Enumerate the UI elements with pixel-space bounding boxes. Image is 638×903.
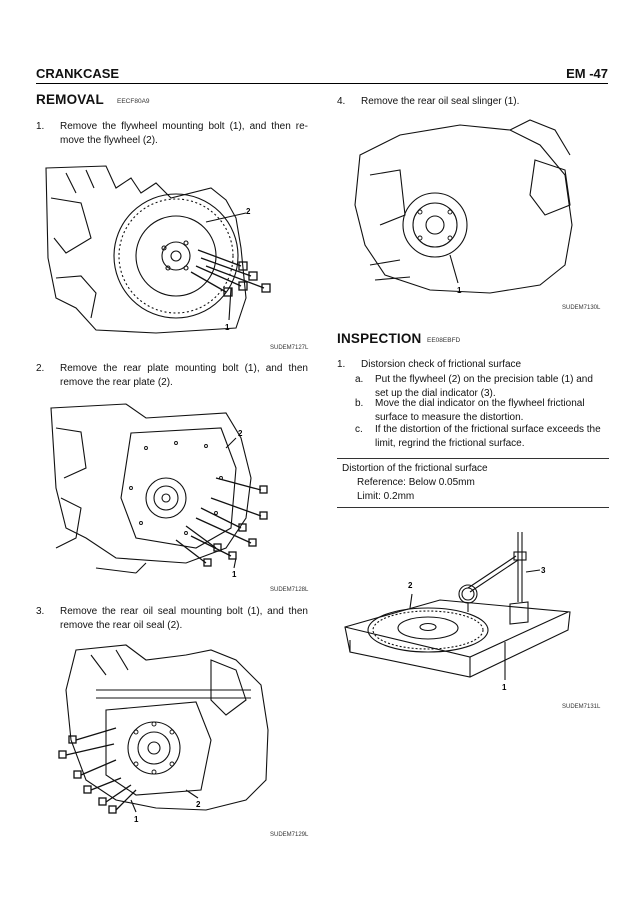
step-text: Distorsion check of frictional surface xyxy=(361,359,522,370)
flywheel-removal-figure: 2 1 xyxy=(45,165,271,334)
step-2: 2. Remove the rear plate mounting bolt (… xyxy=(36,362,308,392)
figure-code: SUDEM7127L xyxy=(270,345,309,351)
callout-3: 3 xyxy=(541,566,546,575)
callout-2: 2 xyxy=(408,581,413,590)
step-1: 1. Remove the flywheel mounting bolt (1)… xyxy=(36,120,308,150)
removal-code: EECF80A9 xyxy=(117,98,150,105)
removal-heading: REMOVAL xyxy=(36,92,104,107)
step-number: 1. xyxy=(337,359,346,370)
spec-limit: Limit: 0.2mm xyxy=(357,491,415,502)
flywheel-distortion-check-figure: 3 2 1 xyxy=(344,532,571,692)
spec-box: Distortion of the frictional surface Ref… xyxy=(337,458,609,508)
figure-code: SUDEM7128L xyxy=(270,587,309,593)
step-number: 2. xyxy=(36,363,45,374)
rear-oil-seal-removal-figure: 2 1 xyxy=(58,644,269,824)
step-text: Remove the rear oil seal slinger (1). xyxy=(361,96,520,107)
step-number: 1. xyxy=(36,121,45,132)
callout-1: 1 xyxy=(502,683,507,692)
callout-1: 1 xyxy=(134,815,139,824)
callout-2: 2 xyxy=(196,800,201,809)
rear-plate-removal-figure: 2 1 xyxy=(50,403,268,579)
callout-1: 1 xyxy=(225,323,230,332)
header-rule xyxy=(36,83,608,84)
callout-2: 2 xyxy=(246,207,251,216)
inspection-code: EE08EBFD xyxy=(427,337,461,344)
spec-title: Distortion of the frictional surface xyxy=(342,463,488,474)
page-number: EM -47 xyxy=(566,66,608,81)
callout-1: 1 xyxy=(457,286,462,295)
figure-code: SUDEM7130L xyxy=(562,305,601,311)
step-number: 4. xyxy=(337,96,346,107)
inspection-heading: INSPECTION xyxy=(337,331,422,346)
sub-letter: b. xyxy=(355,398,364,409)
step-text: Remove the rear oil seal mounting bolt (… xyxy=(60,606,308,631)
figure-code: SUDEM7129L xyxy=(270,832,309,838)
sub-letter: c. xyxy=(355,424,363,435)
callout-1: 1 xyxy=(232,570,237,579)
sub-text: If the distortion of the frictional surf… xyxy=(375,424,601,449)
step-4: 4. Remove the rear oil seal slinger (1). xyxy=(337,95,609,111)
inspection-sub-c: c. If the distortion of the frictional s… xyxy=(355,423,609,453)
step-3: 3. Remove the rear oil seal mounting bol… xyxy=(36,605,308,635)
sub-text: Put the flywheel (2) on the precision ta… xyxy=(375,374,593,399)
callout-2: 2 xyxy=(238,429,243,438)
inspection-sub-a: a. Put the flywheel (2) on the precision… xyxy=(355,373,609,403)
inspection-sub-b: b. Move the dial indicator on the flywhe… xyxy=(355,397,609,427)
oil-seal-slinger-removal-figure: 1 xyxy=(354,119,573,295)
step-number: 3. xyxy=(36,606,45,617)
inspection-step-1: 1. Distorsion check of frictional surfac… xyxy=(337,358,609,374)
section-header: CRANKCASE xyxy=(36,66,120,81)
spec-reference: Reference: Below 0.05mm xyxy=(357,477,475,488)
step-text: Remove the rear plate mounting bolt (1),… xyxy=(60,363,308,388)
figure-code: SUDEM7131L xyxy=(562,704,601,710)
sub-letter: a. xyxy=(355,374,364,385)
sub-text: Move the dial indicator on the flywheel … xyxy=(375,398,585,423)
step-text: Remove the flywheel mounting bolt (1), a… xyxy=(60,121,308,146)
